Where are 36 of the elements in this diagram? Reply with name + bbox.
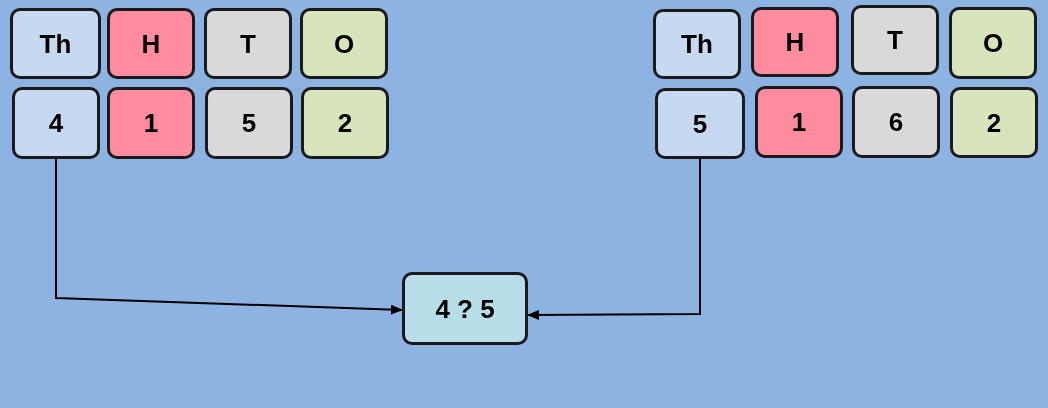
tile-label: 4 — [48, 110, 64, 136]
tile-label: 1 — [791, 109, 807, 135]
value-tile — [107, 87, 195, 159]
tile-label: T — [240, 30, 256, 57]
tile-label: 4 ? 5 — [435, 295, 495, 322]
value-tile — [655, 88, 745, 159]
value-tile — [12, 87, 100, 159]
value-tile — [402, 272, 528, 345]
connector-arrow — [55, 158, 403, 315]
tile-label: 2 — [986, 109, 1002, 136]
tile-label: T — [887, 27, 903, 53]
value-tile — [205, 87, 293, 159]
tile-label: Th — [681, 31, 713, 57]
tile-label: O — [333, 30, 355, 57]
value-tile — [755, 86, 843, 158]
tile-label: O — [982, 30, 1004, 56]
tile-label: Th — [39, 30, 72, 57]
value-tile — [301, 87, 389, 159]
tile-label: 5 — [692, 110, 708, 137]
tile-label: 1 — [143, 110, 159, 136]
tile-label: 2 — [337, 110, 353, 136]
value-tile — [204, 8, 292, 79]
value-tile — [851, 5, 939, 75]
tile-label: 5 — [241, 110, 257, 136]
value-tile — [950, 87, 1038, 158]
value-tile — [751, 7, 839, 77]
value-tile — [949, 7, 1037, 79]
tile-label: H — [785, 29, 805, 55]
value-tile — [300, 8, 388, 79]
tile-label: 6 — [888, 109, 904, 135]
value-tile — [10, 8, 101, 79]
value-tile — [852, 86, 940, 158]
connector-arrow — [527, 158, 701, 320]
tile-label: H — [141, 30, 161, 57]
value-tile — [653, 9, 741, 79]
value-tile — [107, 8, 195, 79]
